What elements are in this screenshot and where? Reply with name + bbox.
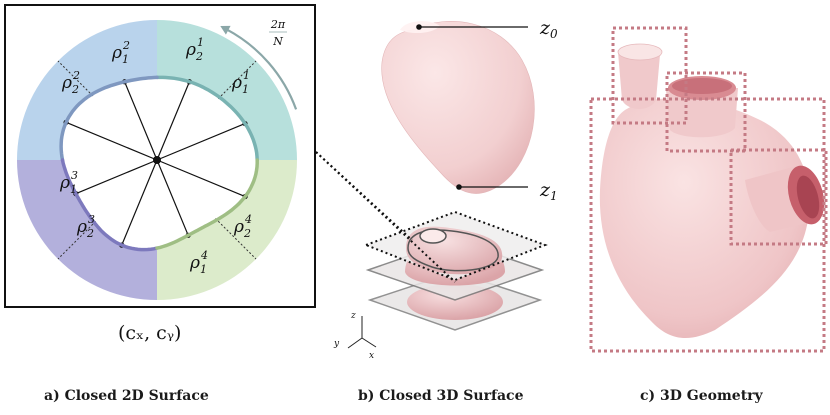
spoke-6 [121,159,158,246]
axis-y [347,337,363,349]
caption-panel-c: c) 3D Geometry [640,388,763,404]
caption-panel-a: a) Closed 2D Surface [44,388,209,404]
axis-x [361,337,377,348]
box-vessel-left [611,26,688,125]
divider-dotted-4 [215,218,257,260]
contour-interior [61,77,258,250]
z1-point [456,184,462,190]
axis-x-label: x [369,351,374,361]
contour-arc-4 [155,158,259,250]
axes-triad: z y x [333,311,377,361]
panel-closed-3d-surface: z0 z1 z y x [315,17,558,361]
angle-label-denominator: N [272,35,283,48]
rho-superscript: 2 [72,69,80,82]
rho-label-3: ρ21 [185,36,204,63]
rho-superscript: 4 [244,213,252,226]
rho-subscript: 1 [200,263,207,276]
center-coordinates-label: (cₓ, cᵧ) [118,322,182,344]
rho-label-7: ρ14 [189,249,208,276]
box-heart [589,97,826,353]
vessel-left [618,52,660,109]
closed-surface-blob [381,21,535,194]
rho-label-4: ρ11 [231,69,250,96]
panel-3d-geometry [589,26,828,353]
caption-panel-b: b) Closed 3D Surface [358,388,524,404]
connector-dotted-2 [315,151,456,283]
rho-subscript: 1 [70,183,77,196]
panel-a-frame [4,4,316,308]
axis-y-label: y [333,339,340,349]
angle-label-numerator: 2π [270,18,286,31]
vessel-left-opening [617,43,663,61]
rho-subscript: 1 [122,53,129,66]
vessel-right-inner [796,175,820,219]
ring-outer-mask [5,5,315,307]
rho-superscript: 1 [243,69,250,82]
spoke-1 [124,81,158,161]
rho-superscript: 4 [200,249,208,262]
rho-symbol: ρ [76,217,87,237]
quadrant-ring [5,5,315,307]
contour-arc-2 [59,75,159,162]
spoke-8 [156,159,246,198]
rho-superscript: 2 [122,39,130,52]
rotation-arrow-head [220,25,231,35]
closed-contour [59,75,259,252]
rho-symbol: ρ [231,73,242,93]
rho-subscript: 1 [242,83,249,96]
heart-body [599,98,810,339]
bounding-boxes [589,26,828,353]
divider-dotted-2 [217,60,257,100]
rho-symbol: ρ [61,73,72,93]
divider-dotted-1 [57,60,94,97]
rho-superscript: 3 [71,169,78,182]
rotation-arrow-arc [225,28,298,110]
box-vessel-right [729,148,828,246]
contour-inner [419,228,447,244]
rho-label-8: ρ24 [233,213,252,240]
rho-symbol: ρ [185,40,196,60]
slice-section-bottom [407,284,503,320]
rho-superscript: 3 [88,213,95,226]
rho-subscript: 2 [71,83,79,96]
vessel-middle-inner [672,78,732,94]
spoke-7 [156,159,189,236]
center-point [153,156,161,164]
rho-subscript: 2 [195,50,203,63]
rotation-arrow [220,25,298,110]
spoke-2 [65,121,158,161]
rho-symbol: ρ [59,173,70,193]
angle-label: 2π N [269,18,287,48]
rho-symbol: ρ [111,43,122,63]
box-vessel-middle [665,71,747,153]
contour-arc-1 [155,75,259,162]
spoke-4 [156,122,246,161]
contour-arc-3 [60,158,159,252]
axis-z-label: z [350,311,356,321]
z0-label: z0 [539,17,558,41]
rho-symbol: ρ [189,253,200,273]
spoke-3 [156,81,190,161]
rho-label-6: ρ23 [76,213,95,240]
rho-subscript: 2 [243,227,251,240]
z1-label: z1 [539,179,558,203]
rho-superscript: 1 [197,36,204,49]
divider-dotted-3 [57,220,97,260]
z0-point [416,24,422,30]
rho-symbol: ρ [233,217,244,237]
rho-subscript: 2 [86,227,94,240]
rho-label-1: ρ12 [111,39,130,66]
slice-plane-top-outline [363,210,548,282]
rho-label-2: ρ22 [61,69,80,96]
rho-label-5: ρ13 [59,169,78,196]
spoke-5 [75,159,158,195]
